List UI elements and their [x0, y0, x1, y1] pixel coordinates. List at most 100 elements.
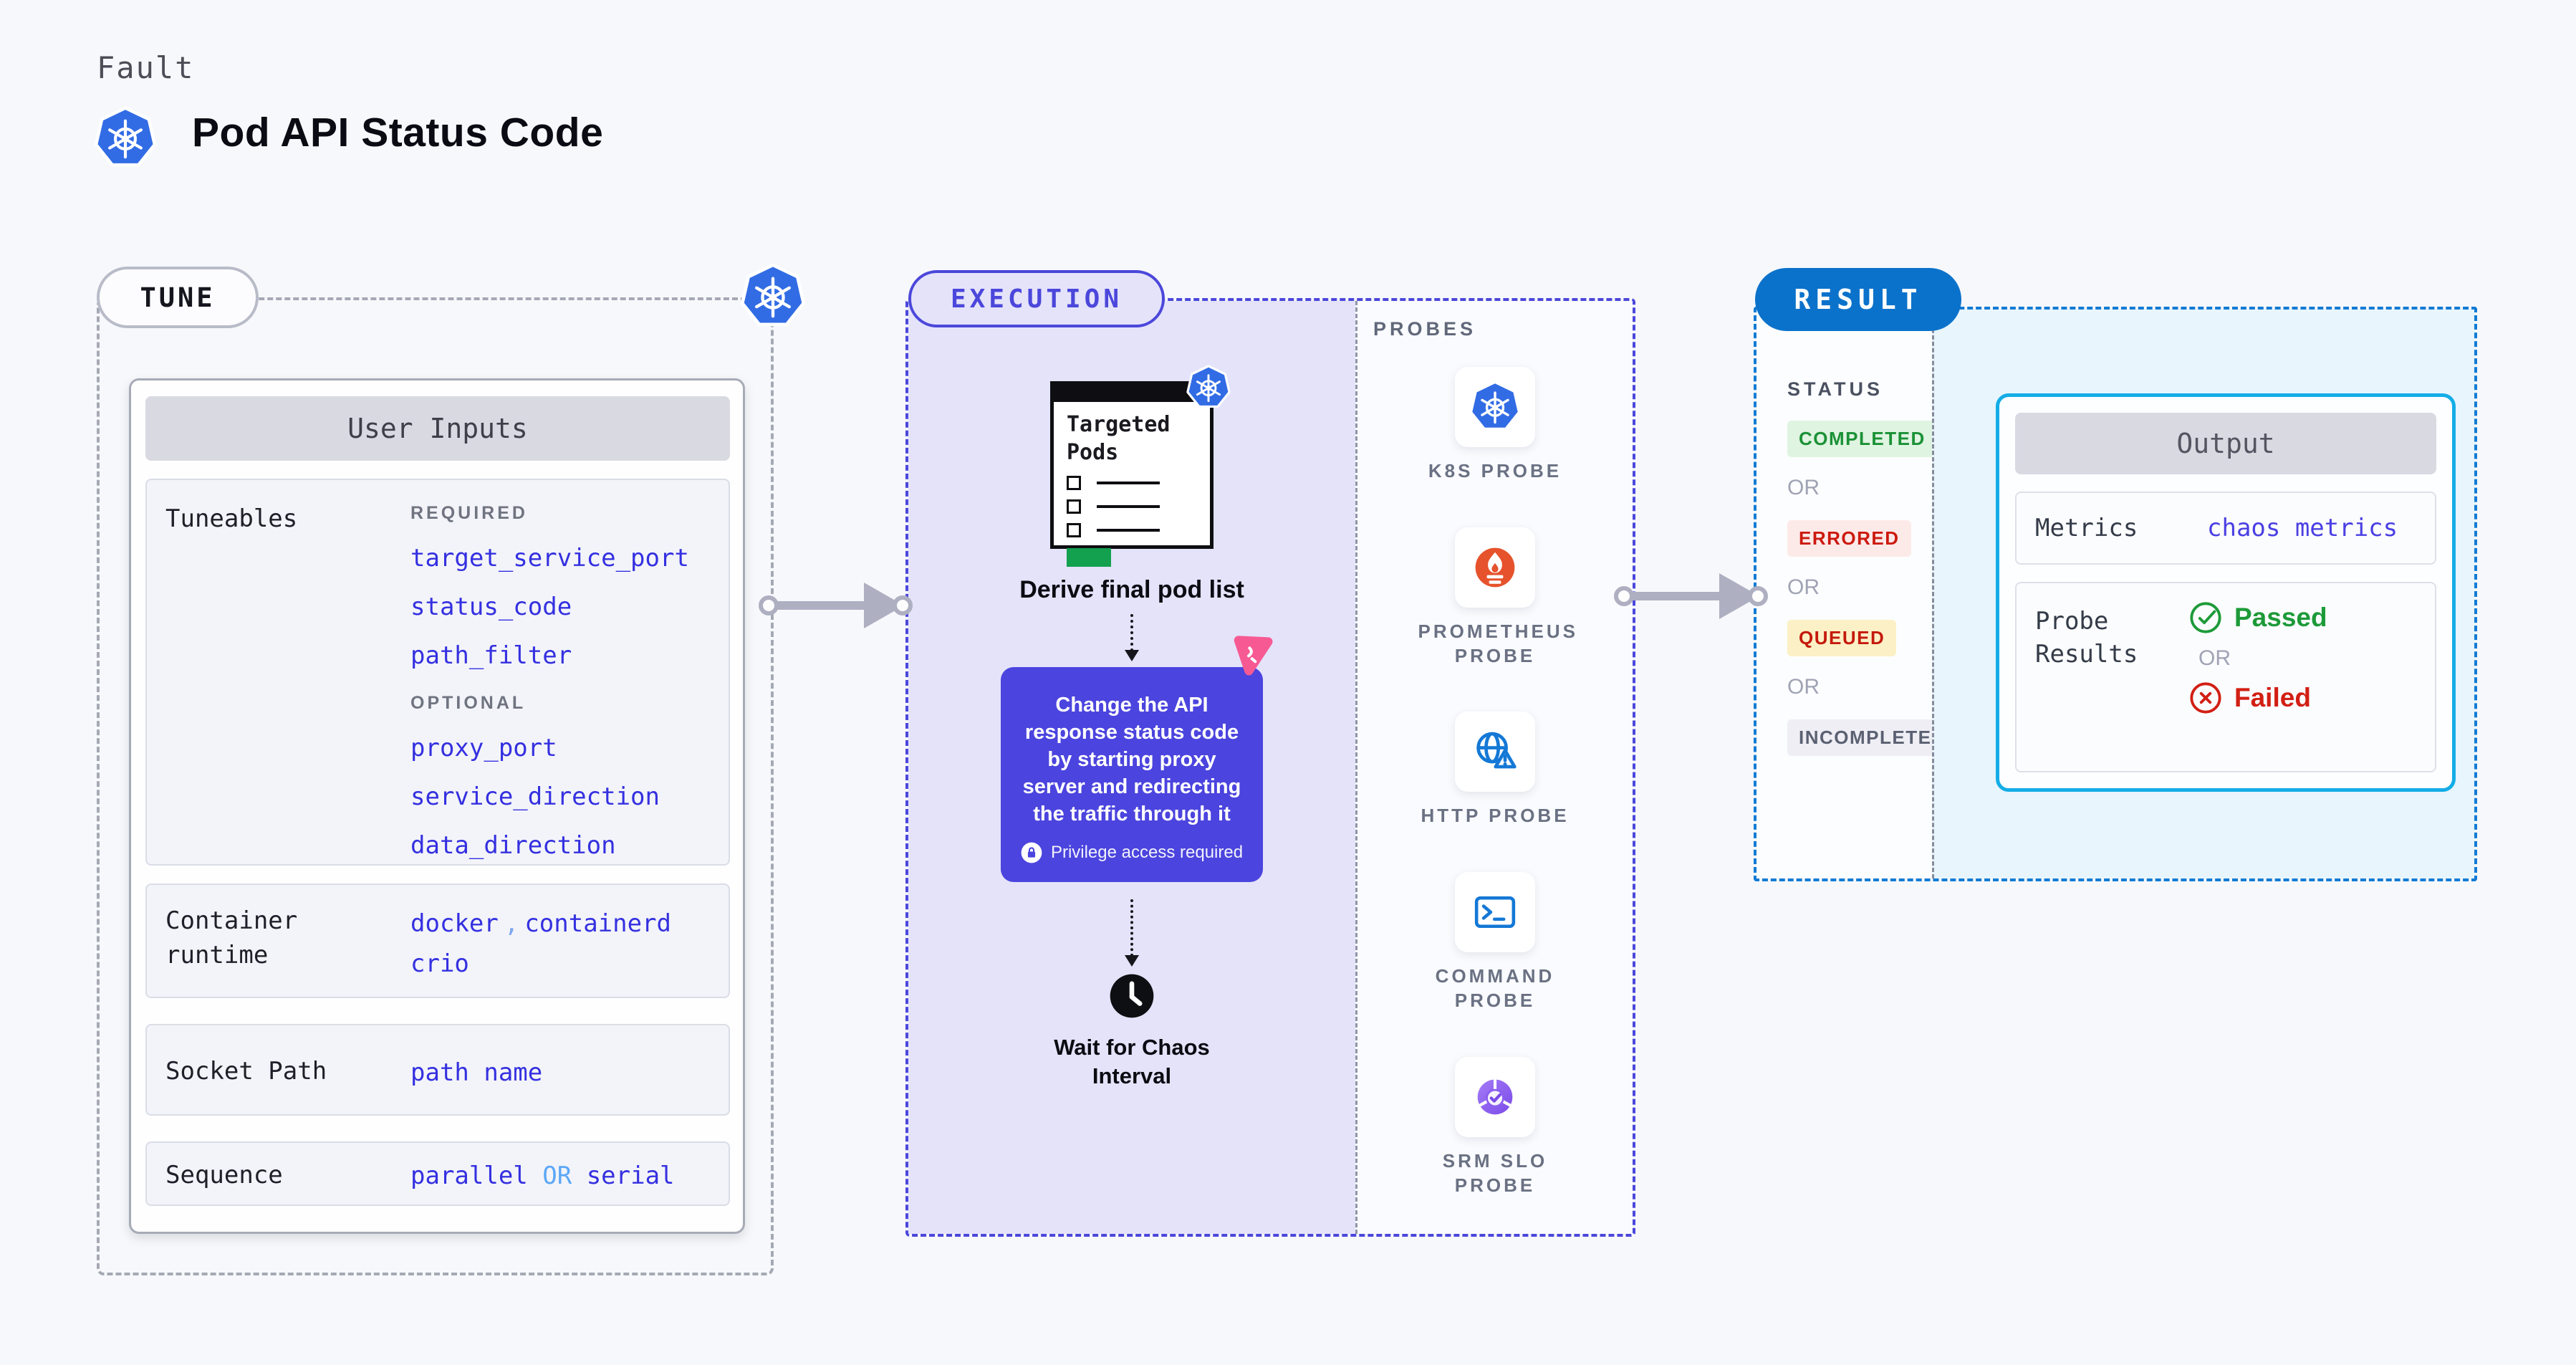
chaos-action-box: Change the API response status code by s… [1001, 636, 1273, 882]
passed-result: Passed [2188, 600, 2327, 635]
probe-card [1455, 872, 1535, 953]
tuneable-optional-value: proxy_port [410, 734, 557, 762]
runtime-value: containerd [524, 909, 672, 938]
socket-path-label: Socket Path [165, 1057, 327, 1086]
or-label: OR [2198, 646, 2231, 670]
down-arrow [1125, 614, 1139, 661]
chaos-action-text: Change the API response status code by s… [1022, 694, 1241, 825]
probe-name: COMMAND PROBE [1435, 965, 1555, 1012]
probe-item-command: COMMAND PROBE [1418, 872, 1572, 1012]
passed-label: Passed [2234, 603, 2327, 632]
sequence-row: Sequence parallel OR serial [145, 1141, 730, 1206]
status-badge-completed: COMPLETED [1787, 421, 1937, 457]
targeted-pods-title: Targeted Pods [1067, 412, 1171, 465]
wait-chaos-interval-label: Wait for Chaos Interval [1054, 1035, 1210, 1088]
list-line [1097, 528, 1160, 532]
result-section-label: RESULT [1755, 268, 1961, 331]
terminal-icon [1474, 896, 1516, 929]
user-inputs-card: User Inputs Tuneables REQUIRED target_se… [129, 378, 745, 1234]
runtime-separator: , [504, 909, 519, 938]
status-badge-errored: ERRORED [1787, 520, 1911, 557]
container-runtime-label: Container runtime [165, 906, 298, 969]
probe-card [1455, 366, 1535, 447]
status-panel: STATUS COMPLETED OR ERRORED OR QUEUED OR… [1756, 310, 1958, 878]
probe-item-http: HTTP PROBE [1418, 712, 1572, 828]
slo-pie-check-icon [1477, 1078, 1513, 1115]
socket-path-row: Socket Path path name [145, 1024, 730, 1116]
probe-name: K8S PROBE [1428, 459, 1562, 482]
tuneable-required-value: status_code [410, 593, 572, 621]
tuneable-optional-value: service_direction [410, 782, 660, 811]
check-circle-icon [2190, 602, 2221, 633]
tuneables-label: Tuneables [165, 504, 298, 533]
list-line [1097, 504, 1160, 509]
pod-list-item [1067, 499, 1210, 514]
container-runtime-row: Container runtime docker,containerd crio [145, 883, 730, 998]
probe-name: HTTP PROBE [1421, 805, 1570, 827]
probes-panel-label: PROBES [1373, 318, 1477, 340]
chaos-pink-icon [1234, 636, 1273, 676]
probe-item-srm-slo: SRM SLO PROBE [1418, 1057, 1572, 1197]
x-circle-icon [2190, 682, 2221, 714]
probe-card [1455, 1057, 1535, 1138]
failed-label: Failed [2234, 683, 2311, 712]
metrics-row: Metrics chaos metrics [2015, 492, 2436, 565]
checkbox-icon [1067, 499, 1081, 514]
required-label: REQUIRED [410, 503, 528, 523]
probe-results-label: Probe Results [2035, 607, 2138, 669]
probe-item-prometheus: PROMETHEUS PROBE [1418, 527, 1578, 668]
output-card-header: Output [2015, 413, 2436, 474]
pod-list-item [1067, 476, 1210, 490]
tuneable-required-value: path_filter [410, 641, 572, 670]
kubernetes-icon [1186, 365, 1231, 411]
tune-section-label: TUNE [97, 267, 259, 328]
tune-section [97, 297, 774, 1275]
checkbox-icon [1067, 523, 1081, 537]
clock-icon [1110, 974, 1154, 1018]
runtime-value: docker [410, 909, 499, 938]
tuneable-required-value: target_service_port [410, 544, 689, 573]
probe-name: SRM SLO PROBE [1442, 1150, 1548, 1197]
sequence-option: serial [586, 1162, 675, 1190]
probe-results-row: Probe Results Passed OR [2015, 582, 2436, 772]
prometheus-icon [1475, 547, 1515, 588]
page-title: Pod API Status Code [192, 110, 604, 155]
tuneable-optional-value: data_direction [410, 831, 616, 860]
derive-pod-list-label: Derive final pod list [1019, 576, 1244, 603]
tuneables-row: Tuneables REQUIRED target_service_port s… [145, 479, 730, 866]
probe-item-k8s: K8S PROBE [1418, 366, 1572, 483]
http-globe-warning-icon [1476, 732, 1517, 769]
result-section: STATUS COMPLETED OR ERRORED OR QUEUED OR… [1754, 307, 2477, 881]
sequence-option: parallel [410, 1162, 528, 1190]
privilege-note: Privilege access required [1019, 842, 1244, 863]
container-runtime-values: docker,containerd crio [410, 904, 671, 984]
output-card: Output Metrics chaos metrics Probe Resul… [1996, 393, 2456, 792]
kubernetes-icon [739, 263, 807, 330]
lock-icon [1021, 842, 1042, 863]
probe-card [1455, 712, 1535, 792]
probe-name: PROMETHEUS PROBE [1418, 620, 1578, 666]
status-badge-incompleted: INCOMPLETED [1787, 719, 1958, 756]
metrics-label: Metrics [2035, 514, 2138, 542]
list-line [1097, 481, 1160, 485]
sequence-label: Sequence [165, 1161, 283, 1189]
execution-section: Targeted Pods Derive final pod list Chan… [905, 298, 1635, 1237]
probes-panel: PROBES K8S PROBE [1355, 301, 1633, 1234]
window-title-bar [1054, 385, 1210, 402]
status-badge-queued: QUEUED [1787, 620, 1897, 656]
tune-to-execution-arrow [758, 573, 913, 638]
kubernetes-icon [93, 106, 158, 171]
user-inputs-header: User Inputs [145, 396, 730, 461]
execution-section-label: EXECUTION [908, 270, 1165, 327]
socket-path-value: path name [410, 1058, 543, 1087]
failed-result: Failed [2188, 681, 2327, 715]
privilege-note-text: Privilege access required [1050, 843, 1244, 862]
metrics-value: chaos metrics [2207, 514, 2398, 542]
status-label: STATUS [1787, 378, 1883, 400]
kubernetes-icon [1469, 380, 1522, 434]
pod-list-item [1067, 523, 1210, 537]
or-label: OR [1787, 476, 1820, 499]
fault-category-label: Fault [97, 50, 195, 85]
sequence-or-label: OR [542, 1162, 572, 1190]
